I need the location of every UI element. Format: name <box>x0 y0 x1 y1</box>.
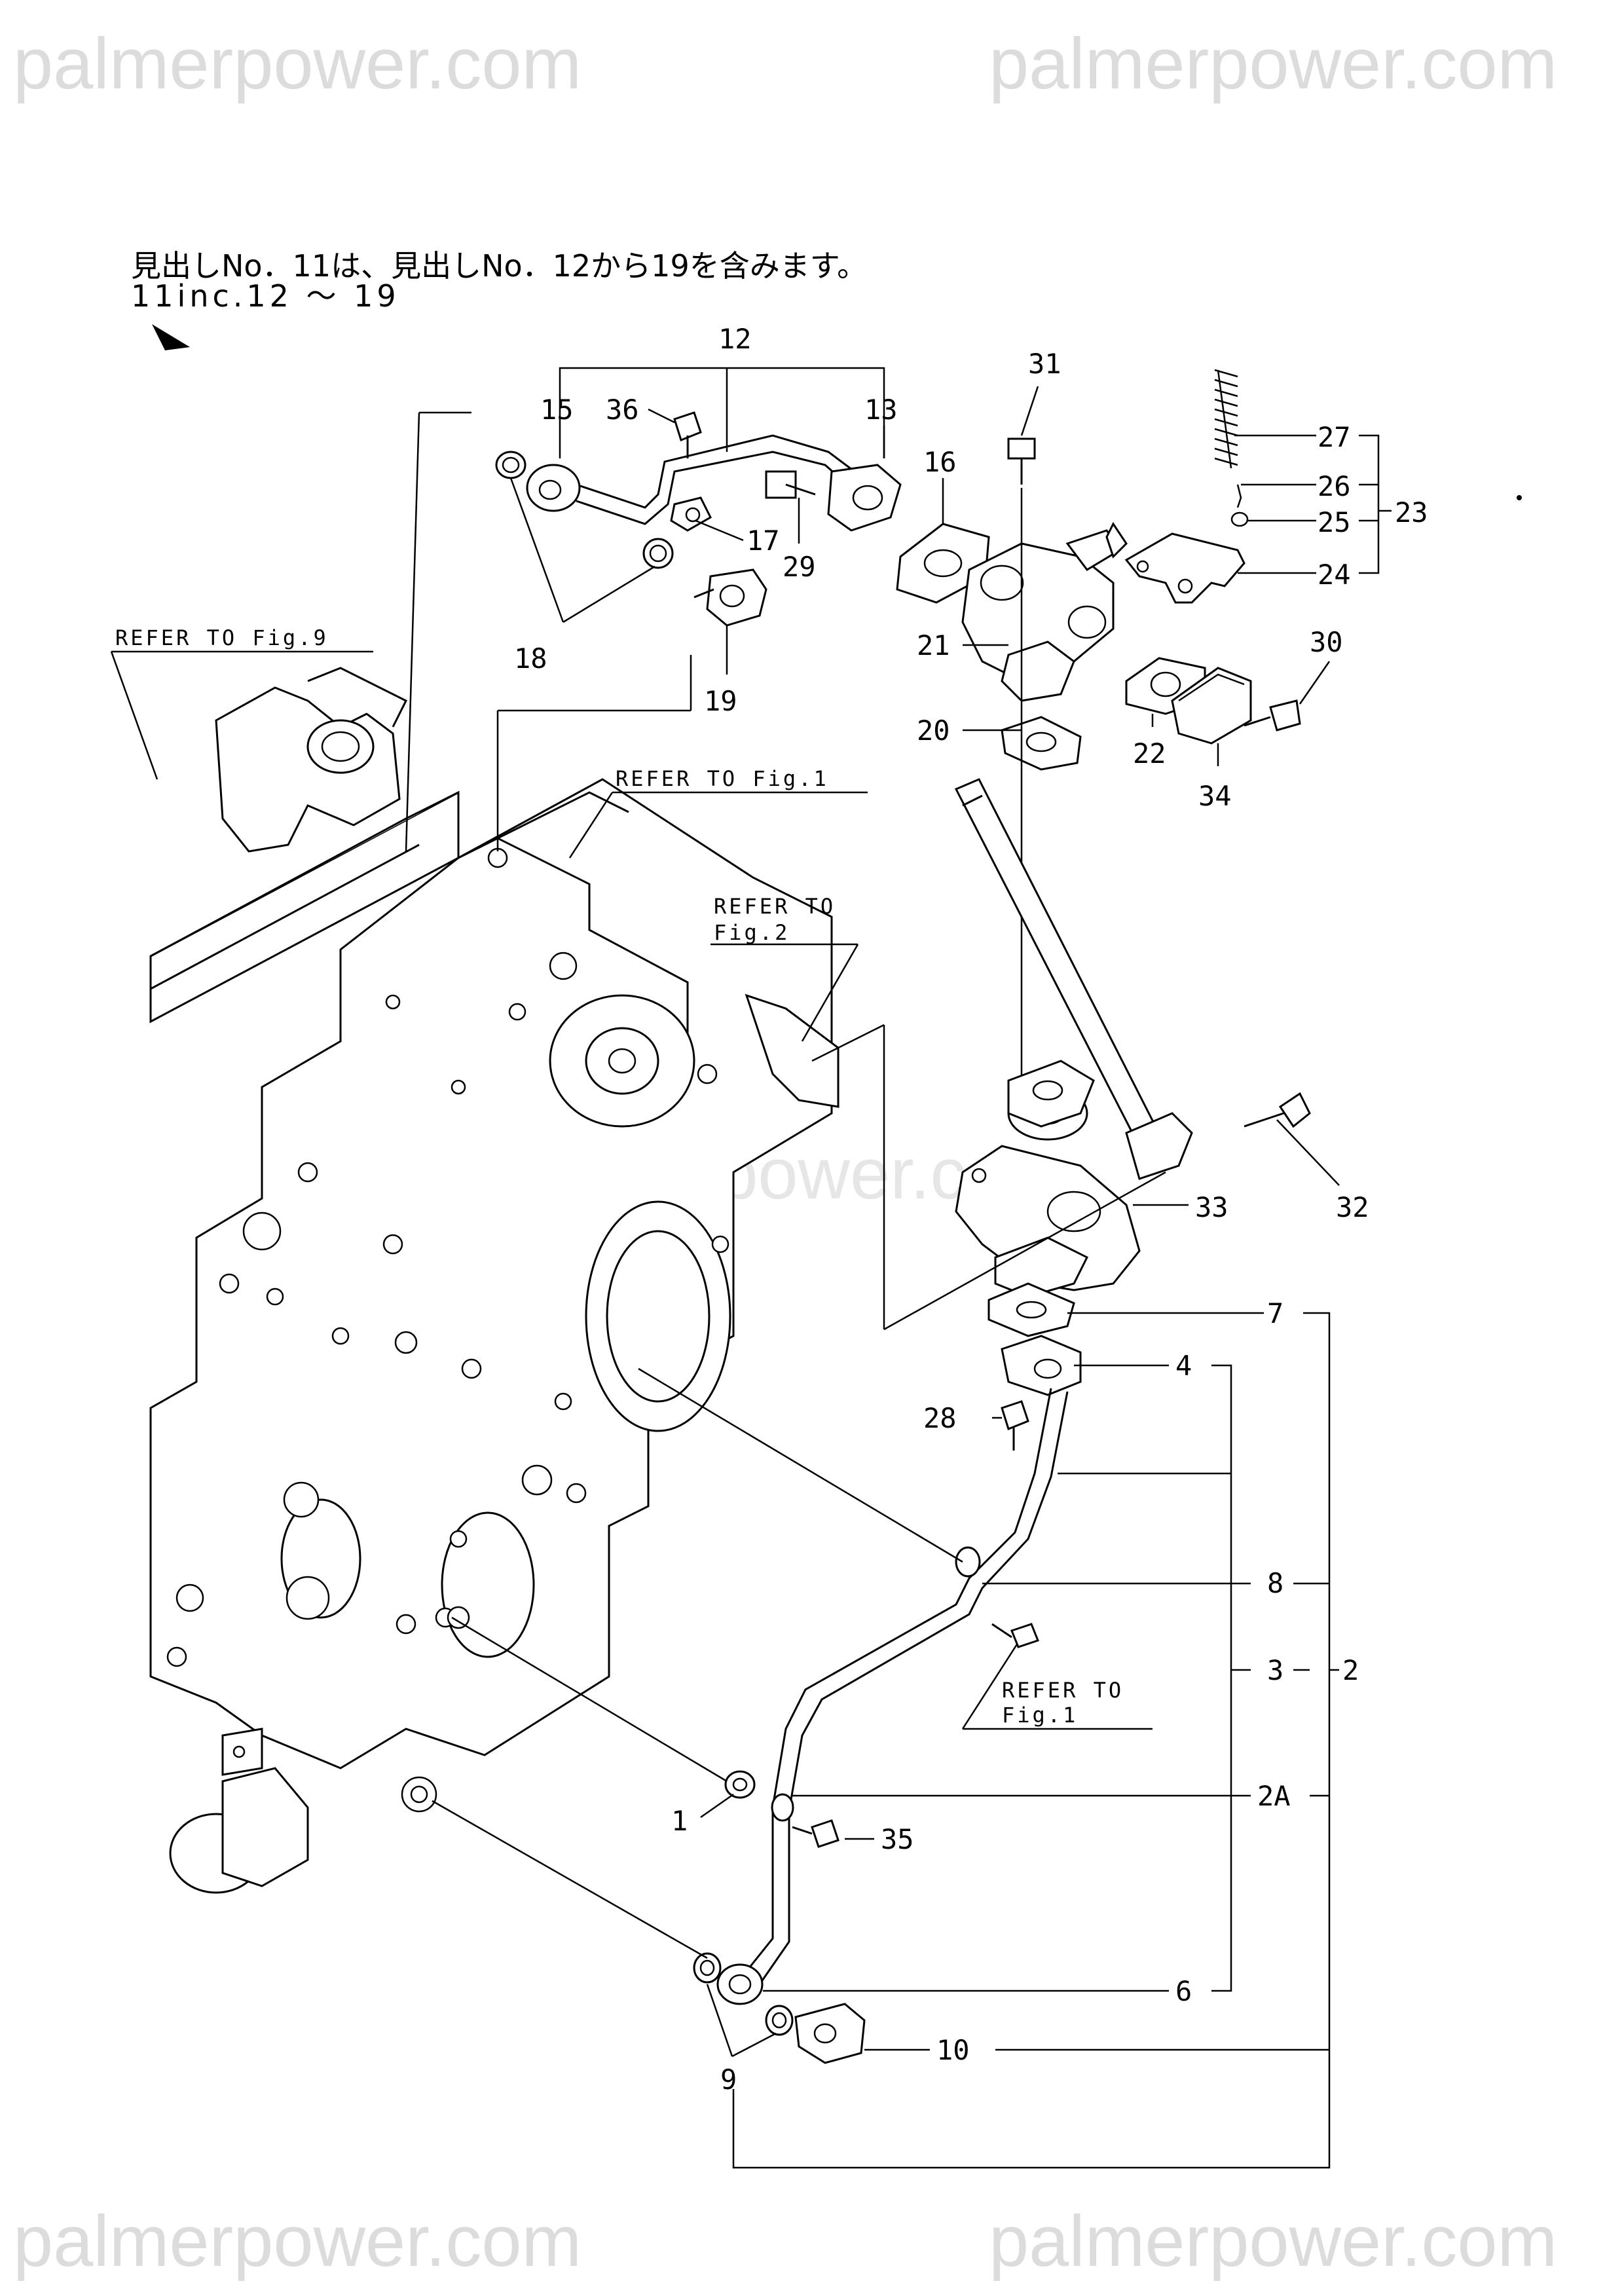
part-label-29: 29 <box>783 551 816 583</box>
refer-fig1-low-label-1: REFER TO <box>1002 1678 1124 1703</box>
part-label-8: 8 <box>1267 1567 1283 1599</box>
direction-arrow-icon <box>152 324 190 350</box>
part-label-16: 16 <box>923 446 957 478</box>
lower-oil-pipe-assembly <box>693 1282 1082 2064</box>
watermark-bottom-left: palmerpower.com <box>13 2201 581 2282</box>
leader-lines <box>405 367 1392 2169</box>
part-label-17: 17 <box>747 525 780 557</box>
inclusion-note-en: 11inc.12 ～ 19 <box>131 278 400 314</box>
part-label-2: 2 <box>1342 1654 1359 1686</box>
part-label-25: 25 <box>1318 506 1351 538</box>
part-label-1: 1 <box>671 1805 688 1837</box>
part-label-10: 10 <box>936 2034 970 2066</box>
part-label-4: 4 <box>1175 1350 1192 1382</box>
part-label-30: 30 <box>1310 626 1343 658</box>
turbo-flange-parts <box>896 369 1301 1087</box>
part-label-28: 28 <box>923 1402 957 1434</box>
watermark-bottom-right: palmerpower.com <box>989 2201 1557 2282</box>
part-label-23: 23 <box>1395 496 1428 528</box>
part-number-labels: 12 15 36 13 16 17 29 18 19 31 27 26 25 2… <box>514 323 1428 2096</box>
part-label-34: 34 <box>1198 780 1232 812</box>
margin-dot <box>1517 495 1522 500</box>
part-label-36: 36 <box>606 394 639 426</box>
part-label-32: 32 <box>1336 1191 1369 1223</box>
part-label-22: 22 <box>1133 737 1166 769</box>
part-label-2a: 2A <box>1257 1780 1291 1812</box>
actuator-assembly <box>954 778 1311 1298</box>
refer-fig1-low-callout: REFER TO Fig.1 <box>961 1637 1153 1730</box>
part-label-19: 19 <box>704 685 737 717</box>
part-label-9: 9 <box>720 2064 737 2096</box>
part-label-15: 15 <box>540 394 574 426</box>
part-label-6: 6 <box>1175 1975 1192 2007</box>
part-label-24: 24 <box>1318 559 1351 591</box>
part-label-35: 35 <box>881 1823 914 1855</box>
part-label-18: 18 <box>514 642 547 675</box>
part-label-20: 20 <box>917 714 950 747</box>
refer-fig9-label: REFER TO Fig.9 <box>115 625 329 650</box>
refer-fig2-label-2: Fig.2 <box>714 920 790 945</box>
part-label-13: 13 <box>864 394 898 426</box>
refer-fig1-low-label-2: Fig.1 <box>1002 1703 1078 1728</box>
spring-icon <box>1214 369 1238 469</box>
part-label-33: 33 <box>1195 1191 1228 1223</box>
watermark-top-right: palmerpower.com <box>989 24 1557 104</box>
part-label-31: 31 <box>1028 348 1061 380</box>
refer-fig2-callout: REFER TO Fig.2 <box>710 894 859 1042</box>
part-label-27: 27 <box>1318 421 1351 453</box>
inclusion-note-jp: 見出しNo．11は、見出しNo．12から19を含みます。 <box>131 248 867 284</box>
watermark-top-left: palmerpower.com <box>13 24 581 104</box>
part-label-12: 12 <box>718 323 752 355</box>
part-label-3: 3 <box>1267 1654 1283 1686</box>
engine-block <box>149 667 840 1894</box>
refer-fig2-label-1: REFER TO <box>714 894 836 919</box>
part-label-26: 26 <box>1318 470 1351 502</box>
upper-oil-pipe-assembly <box>495 411 902 627</box>
refer-fig9-callout: REFER TO Fig.9 <box>110 625 373 780</box>
part-label-21: 21 <box>917 629 950 661</box>
refer-fig1-top-callout: REFER TO Fig.1 <box>568 766 868 859</box>
refer-fig1-top-label: REFER TO Fig.1 <box>616 766 829 791</box>
part-label-7: 7 <box>1267 1297 1283 1329</box>
